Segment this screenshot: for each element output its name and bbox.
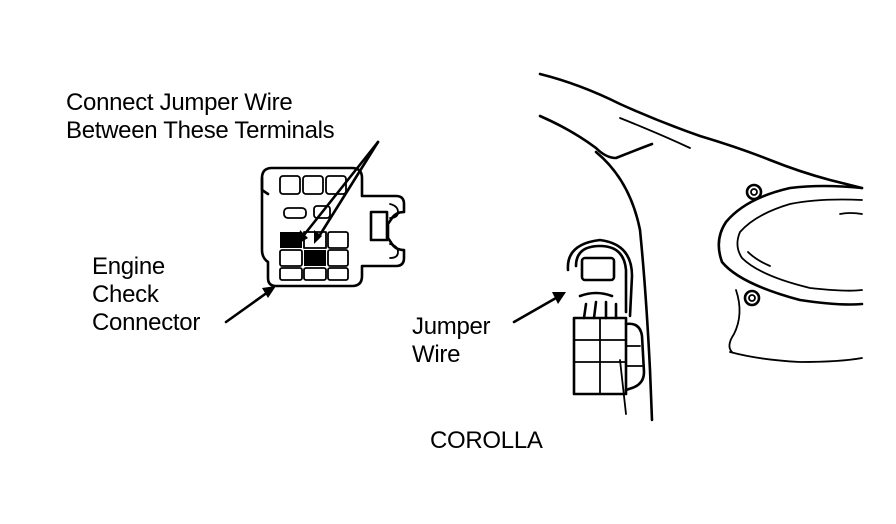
engine-check-connector <box>260 166 406 288</box>
jumper-wire-arrow <box>512 292 566 324</box>
engine-label-line1: Engine <box>92 253 165 280</box>
callout-arrows <box>298 140 380 244</box>
jumper-wire-connector <box>566 238 646 396</box>
engine-label-line3: Connector <box>92 309 201 336</box>
jumper-label-line2: Wire <box>412 341 461 368</box>
model-label: COROLLA <box>430 427 543 454</box>
engine-label-line2: Check <box>92 281 159 308</box>
callout-label-line2: Between These Terminals <box>66 117 335 144</box>
vehicle-body-panel <box>538 72 864 422</box>
engine-connector-arrow <box>224 286 276 324</box>
callout-label-line1: Connect Jumper Wire <box>66 89 293 116</box>
jumper-label-line1: Jumper <box>412 313 491 340</box>
